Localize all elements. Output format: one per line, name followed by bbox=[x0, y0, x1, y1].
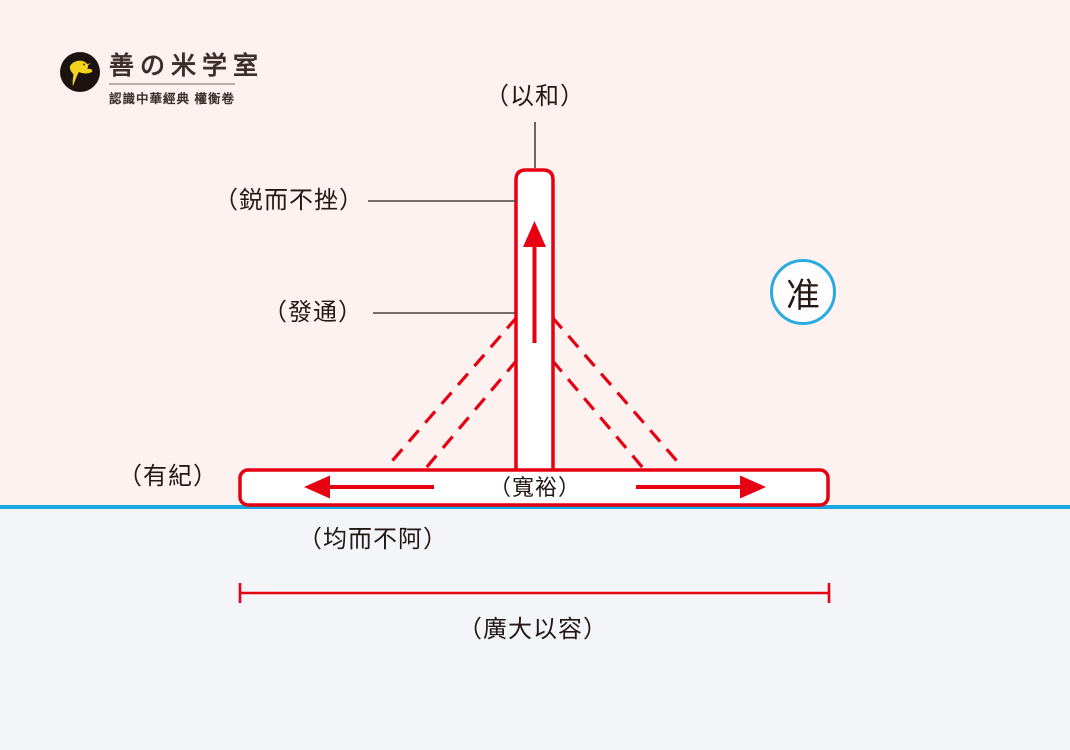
horizontal-beam bbox=[238, 468, 830, 507]
label-fatong: （發通） bbox=[263, 299, 363, 326]
logo-subtitle: 認識中華經典 權衡卷 bbox=[109, 91, 235, 106]
label-guangda-yirong: （廣大以容） bbox=[458, 616, 608, 643]
support-dashed-right-inner bbox=[550, 358, 645, 470]
zhun-badge: 准 bbox=[770, 259, 836, 325]
right-arrow bbox=[636, 475, 766, 499]
label-rui-er-bu-cuo: （鋭而不挫） bbox=[214, 187, 364, 214]
label-youji: （有紀） bbox=[118, 463, 218, 490]
label-kuanyu: （寬裕） bbox=[488, 475, 581, 500]
up-arrow bbox=[523, 221, 546, 343]
logo-divider bbox=[109, 82, 235, 85]
logo: 善の米学室 認識中華經典 權衡卷 bbox=[60, 52, 264, 107]
support-dashed-left-outer bbox=[384, 315, 519, 470]
logo-title: 善の米学室 bbox=[109, 51, 265, 80]
zhun-badge-character: 准 bbox=[786, 276, 820, 315]
support-dashed-right-outer bbox=[550, 315, 685, 470]
label-yihe: （以和） bbox=[485, 83, 585, 110]
left-arrow bbox=[304, 475, 434, 499]
logo-circle bbox=[60, 52, 100, 92]
horizon-line bbox=[0, 505, 1070, 509]
label-connectors bbox=[368, 122, 536, 314]
ground-area bbox=[0, 509, 1070, 750]
swallow-bird-icon bbox=[69, 60, 93, 86]
span-measure-line bbox=[238, 583, 831, 603]
label-jun-er-bu-e: （均而不阿） bbox=[298, 526, 448, 553]
support-dashed-left-inner bbox=[424, 358, 519, 470]
logo-text: 善の米学室 認識中華經典 權衡卷 bbox=[109, 52, 264, 107]
